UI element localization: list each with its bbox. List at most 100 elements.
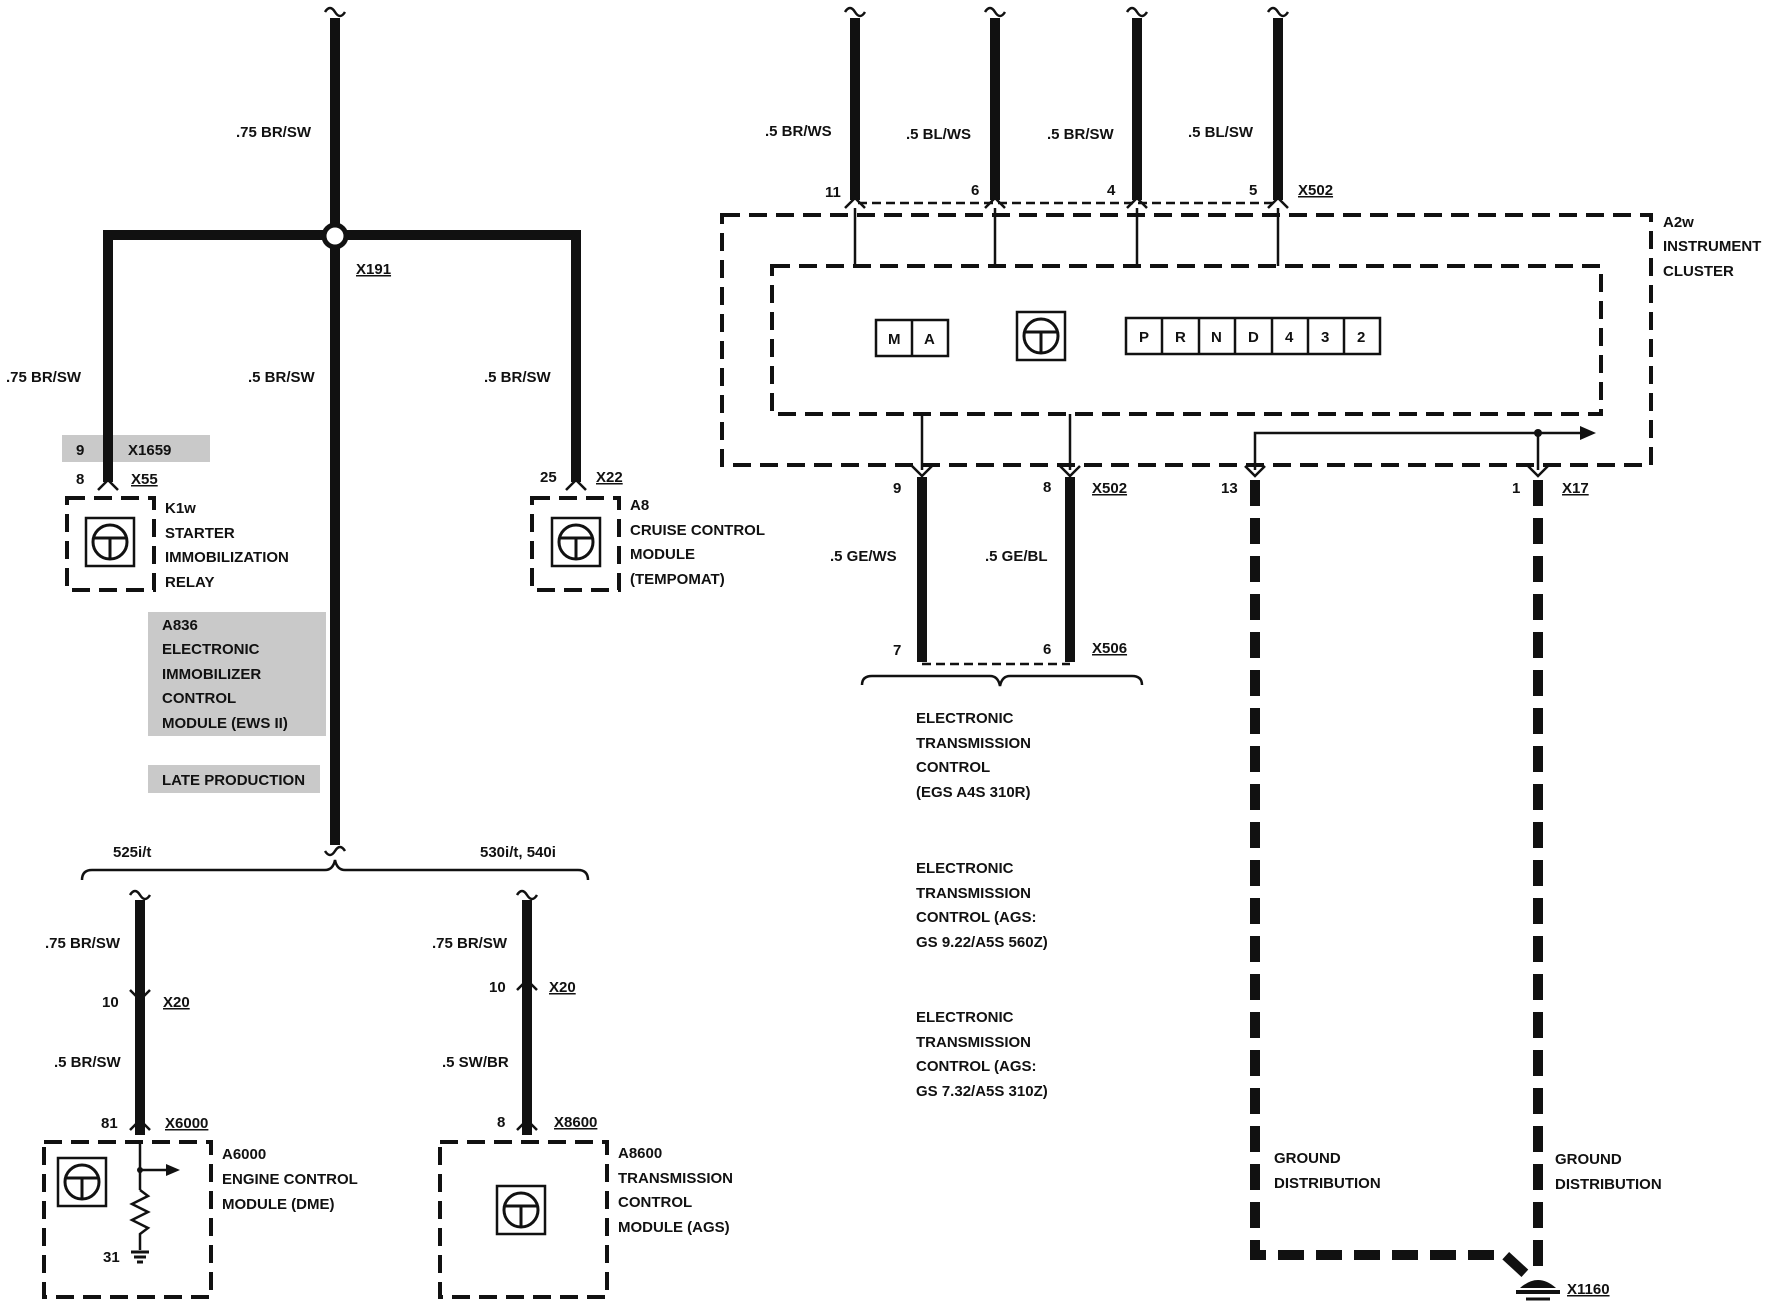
a836-note-4: MODULE (EWS II) xyxy=(162,715,288,732)
cluster-module-icon xyxy=(1022,317,1060,355)
ags-922-note-2: CONTROL (AGS: xyxy=(916,909,1037,926)
a6000-label-1: ENGINE CONTROL xyxy=(222,1171,358,1188)
cluster-pin-0: 11 xyxy=(825,184,841,201)
x20-left-connector-icon xyxy=(129,989,151,1002)
connector-x17: X17 xyxy=(1562,480,1589,497)
x20-right-pin: 10 xyxy=(489,979,506,996)
ags-732-note-1: TRANSMISSION xyxy=(916,1034,1031,1051)
ags-922-note-1: TRANSMISSION xyxy=(916,885,1031,902)
connector-x1160: X1160 xyxy=(1567,1281,1610,1298)
egs-note-3: (EGS A4S 310R) xyxy=(916,784,1031,801)
a8-cruise-box xyxy=(530,496,621,592)
x502-bottom-connector-8-icon xyxy=(1059,465,1081,478)
cluster-connector-4-icon xyxy=(1126,196,1148,209)
cluster-ground-internal xyxy=(1253,431,1580,470)
ags-732-note-2: CONTROL (AGS: xyxy=(916,1058,1037,1075)
ags-732-note-3: GS 7.32/A5S 310Z) xyxy=(916,1083,1048,1100)
cluster-wire-label-0: .5 BR/WS xyxy=(765,123,832,140)
wire-label-main-top: .75 BR/SW xyxy=(236,124,312,141)
ground-left-note-1: DISTRIBUTION xyxy=(1274,1175,1381,1192)
x6000-pin: 81 xyxy=(101,1115,118,1132)
egs-note-1: TRANSMISSION xyxy=(916,735,1031,752)
x22-connector-icon xyxy=(565,478,587,491)
cluster-wire-6-break xyxy=(983,6,1007,18)
x55-pin: 8 xyxy=(76,471,84,488)
k1w-label-3: RELAY xyxy=(165,574,214,591)
x502-bottom-pin-8: 8 xyxy=(1043,479,1051,496)
connector-x55: X55 xyxy=(131,471,158,488)
split-brace xyxy=(80,859,590,881)
cluster-wire-label-1: .5 BL/WS xyxy=(906,126,971,143)
x20-left-pin: 10 xyxy=(102,994,119,1011)
connector-x8600: X8600 xyxy=(554,1114,597,1131)
x506-pin-7: 7 xyxy=(893,642,901,659)
x502-bottom-connector-9-icon xyxy=(911,465,933,478)
a2w-label-0: A2w xyxy=(1663,214,1694,231)
egs-note-0: ELECTRONIC xyxy=(916,710,1014,727)
a8600-label-3: MODULE (AGS) xyxy=(618,1219,730,1236)
gear-3: 3 xyxy=(1321,329,1329,346)
connector-x506: X506 xyxy=(1092,640,1127,657)
gear-n: N xyxy=(1211,329,1222,346)
a836-note-3: CONTROL xyxy=(162,690,236,707)
ground-distribution-left-wire xyxy=(1250,480,1534,1282)
egs-wire-label-left: .5 GE/WS xyxy=(830,548,897,565)
ground-right-note-0: GROUND xyxy=(1555,1151,1622,1168)
a6000-label-2: MODULE (DME) xyxy=(222,1196,335,1213)
trunk-bottom-break xyxy=(323,845,347,857)
a8600-label-1: TRANSMISSION xyxy=(618,1170,733,1187)
cluster-pin-1: 6 xyxy=(971,182,979,199)
cluster-ground-splice xyxy=(1534,429,1542,437)
x1659-shade xyxy=(62,435,210,462)
a6000-module-icon xyxy=(63,1163,101,1201)
connector-x22: X22 xyxy=(596,469,623,486)
a836-note-1: ELECTRONIC xyxy=(162,641,260,658)
cluster-connector-6-icon xyxy=(984,196,1006,209)
x55-connector-icon xyxy=(97,478,119,491)
ags-922-note-3: GS 9.22/A5S 560Z) xyxy=(916,934,1048,951)
cluster-ground-arrow-icon xyxy=(1580,426,1596,440)
ground-right-note-1: DISTRIBUTION xyxy=(1555,1176,1662,1193)
a8-label-1: CRUISE CONTROL xyxy=(630,522,765,539)
x506-pin-6: 6 xyxy=(1043,641,1051,658)
connector-x20-left: X20 xyxy=(163,994,190,1011)
ground-pin-31: 31 xyxy=(103,1249,120,1266)
a2w-display-box xyxy=(770,264,1603,416)
gear-d: D xyxy=(1248,329,1259,346)
ground-left-note-0: GROUND xyxy=(1274,1150,1341,1167)
mode-indicator: M A xyxy=(874,318,950,358)
a836-note-0: A836 xyxy=(162,617,198,634)
a2w-label-2: CLUSTER xyxy=(1663,263,1734,280)
mode-indicator-m: M xyxy=(888,331,901,348)
connector-x1659: X1659 xyxy=(128,442,171,459)
x502-bottom-pin-9: 9 xyxy=(893,480,901,497)
split-left-label: 525i/t xyxy=(113,844,151,861)
x1160-ground-icon xyxy=(1516,1280,1560,1301)
wire-label-center-branch: .5 BR/SW xyxy=(248,369,316,386)
x17-pin-13: 13 xyxy=(1221,480,1238,497)
connector-x502-bottom: X502 xyxy=(1092,480,1127,497)
gear-4: 4 xyxy=(1285,329,1294,346)
a836-note-2: IMMOBILIZER xyxy=(162,666,261,683)
ags-wire-break xyxy=(515,889,539,901)
x17-pin-1: 1 xyxy=(1512,480,1520,497)
x20-right-connector-icon xyxy=(516,978,538,991)
k1w-label-1: STARTER xyxy=(165,525,235,542)
a8-label-2: MODULE xyxy=(630,546,695,563)
k1w-module-icon xyxy=(91,523,129,561)
k1w-label-2: IMMOBILIZATION xyxy=(165,549,289,566)
x17-connector-13-icon xyxy=(1244,465,1266,478)
cluster-wire-4-break xyxy=(1125,6,1149,18)
wire-label-ags-lower: .5 SW/BR xyxy=(442,1054,509,1071)
split-right-label: 530i/t, 540i xyxy=(480,844,556,861)
x8600-connector-icon xyxy=(516,1118,538,1131)
a2w-instrument-cluster-box xyxy=(720,213,1653,467)
cluster-wire-label-3: .5 BL/SW xyxy=(1188,124,1254,141)
x8600-pin: 8 xyxy=(497,1114,505,1131)
mode-indicator-a: A xyxy=(924,331,935,348)
cluster-pin-2: 4 xyxy=(1107,182,1116,199)
ags-922-note-0: ELECTRONIC xyxy=(916,860,1014,877)
a8600-module-icon xyxy=(502,1191,540,1229)
k1w-relay-box xyxy=(65,496,156,592)
gear-2: 2 xyxy=(1357,329,1365,346)
